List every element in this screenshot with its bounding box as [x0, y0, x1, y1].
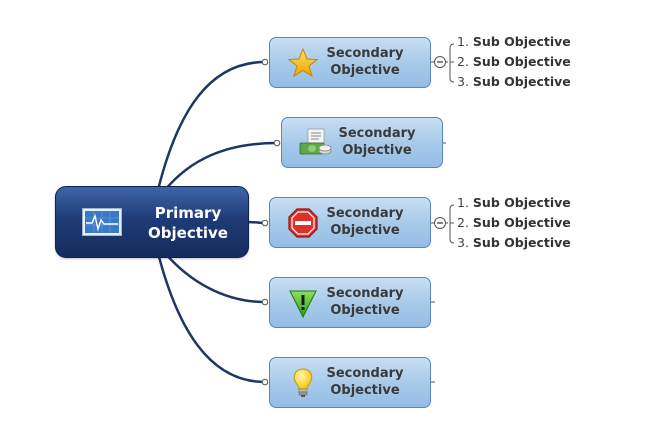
- central-topic-label: Primary Objective: [148, 204, 228, 242]
- branch-4-anchor: [261, 298, 269, 306]
- branch-2-anchor: [273, 139, 281, 147]
- branch-1-anchor: [261, 58, 269, 66]
- subtopic-list-b: 1. Sub Objective 2. Sub Objective 3. Sub…: [457, 193, 571, 253]
- subtopic-item[interactable]: 3. Sub Objective: [457, 74, 571, 89]
- collapse-button-a[interactable]: [434, 56, 446, 68]
- subtopic-item[interactable]: 3. Sub Objective: [457, 235, 571, 250]
- central-topic[interactable]: Primary Objective: [55, 186, 249, 258]
- subtopic-item[interactable]: 1. Sub Objective: [457, 195, 571, 210]
- stop-sign-icon: [288, 208, 318, 238]
- monitor-icon: [82, 208, 122, 236]
- subtopic-item[interactable]: 2. Sub Objective: [457, 215, 571, 230]
- connector-branch-1: [156, 60, 266, 191]
- warning-icon: [289, 290, 317, 319]
- subtopic-item[interactable]: 1. Sub Objective: [457, 34, 571, 49]
- lightbulb-icon: [293, 368, 313, 397]
- money-icon: [299, 128, 332, 155]
- subtopic-list-a: 1. Sub Objective 2. Sub Objective 3. Sub…: [457, 32, 571, 92]
- branch-3-anchor: [261, 219, 269, 227]
- branch-5-anchor: [261, 378, 269, 386]
- connector-branch-5: [156, 252, 266, 384]
- star-icon: [287, 47, 319, 78]
- connector-branch-2: [164, 141, 278, 191]
- subtopic-item[interactable]: 2. Sub Objective: [457, 54, 571, 69]
- connector-branch-4: [164, 252, 266, 304]
- collapse-button-b[interactable]: [434, 217, 446, 229]
